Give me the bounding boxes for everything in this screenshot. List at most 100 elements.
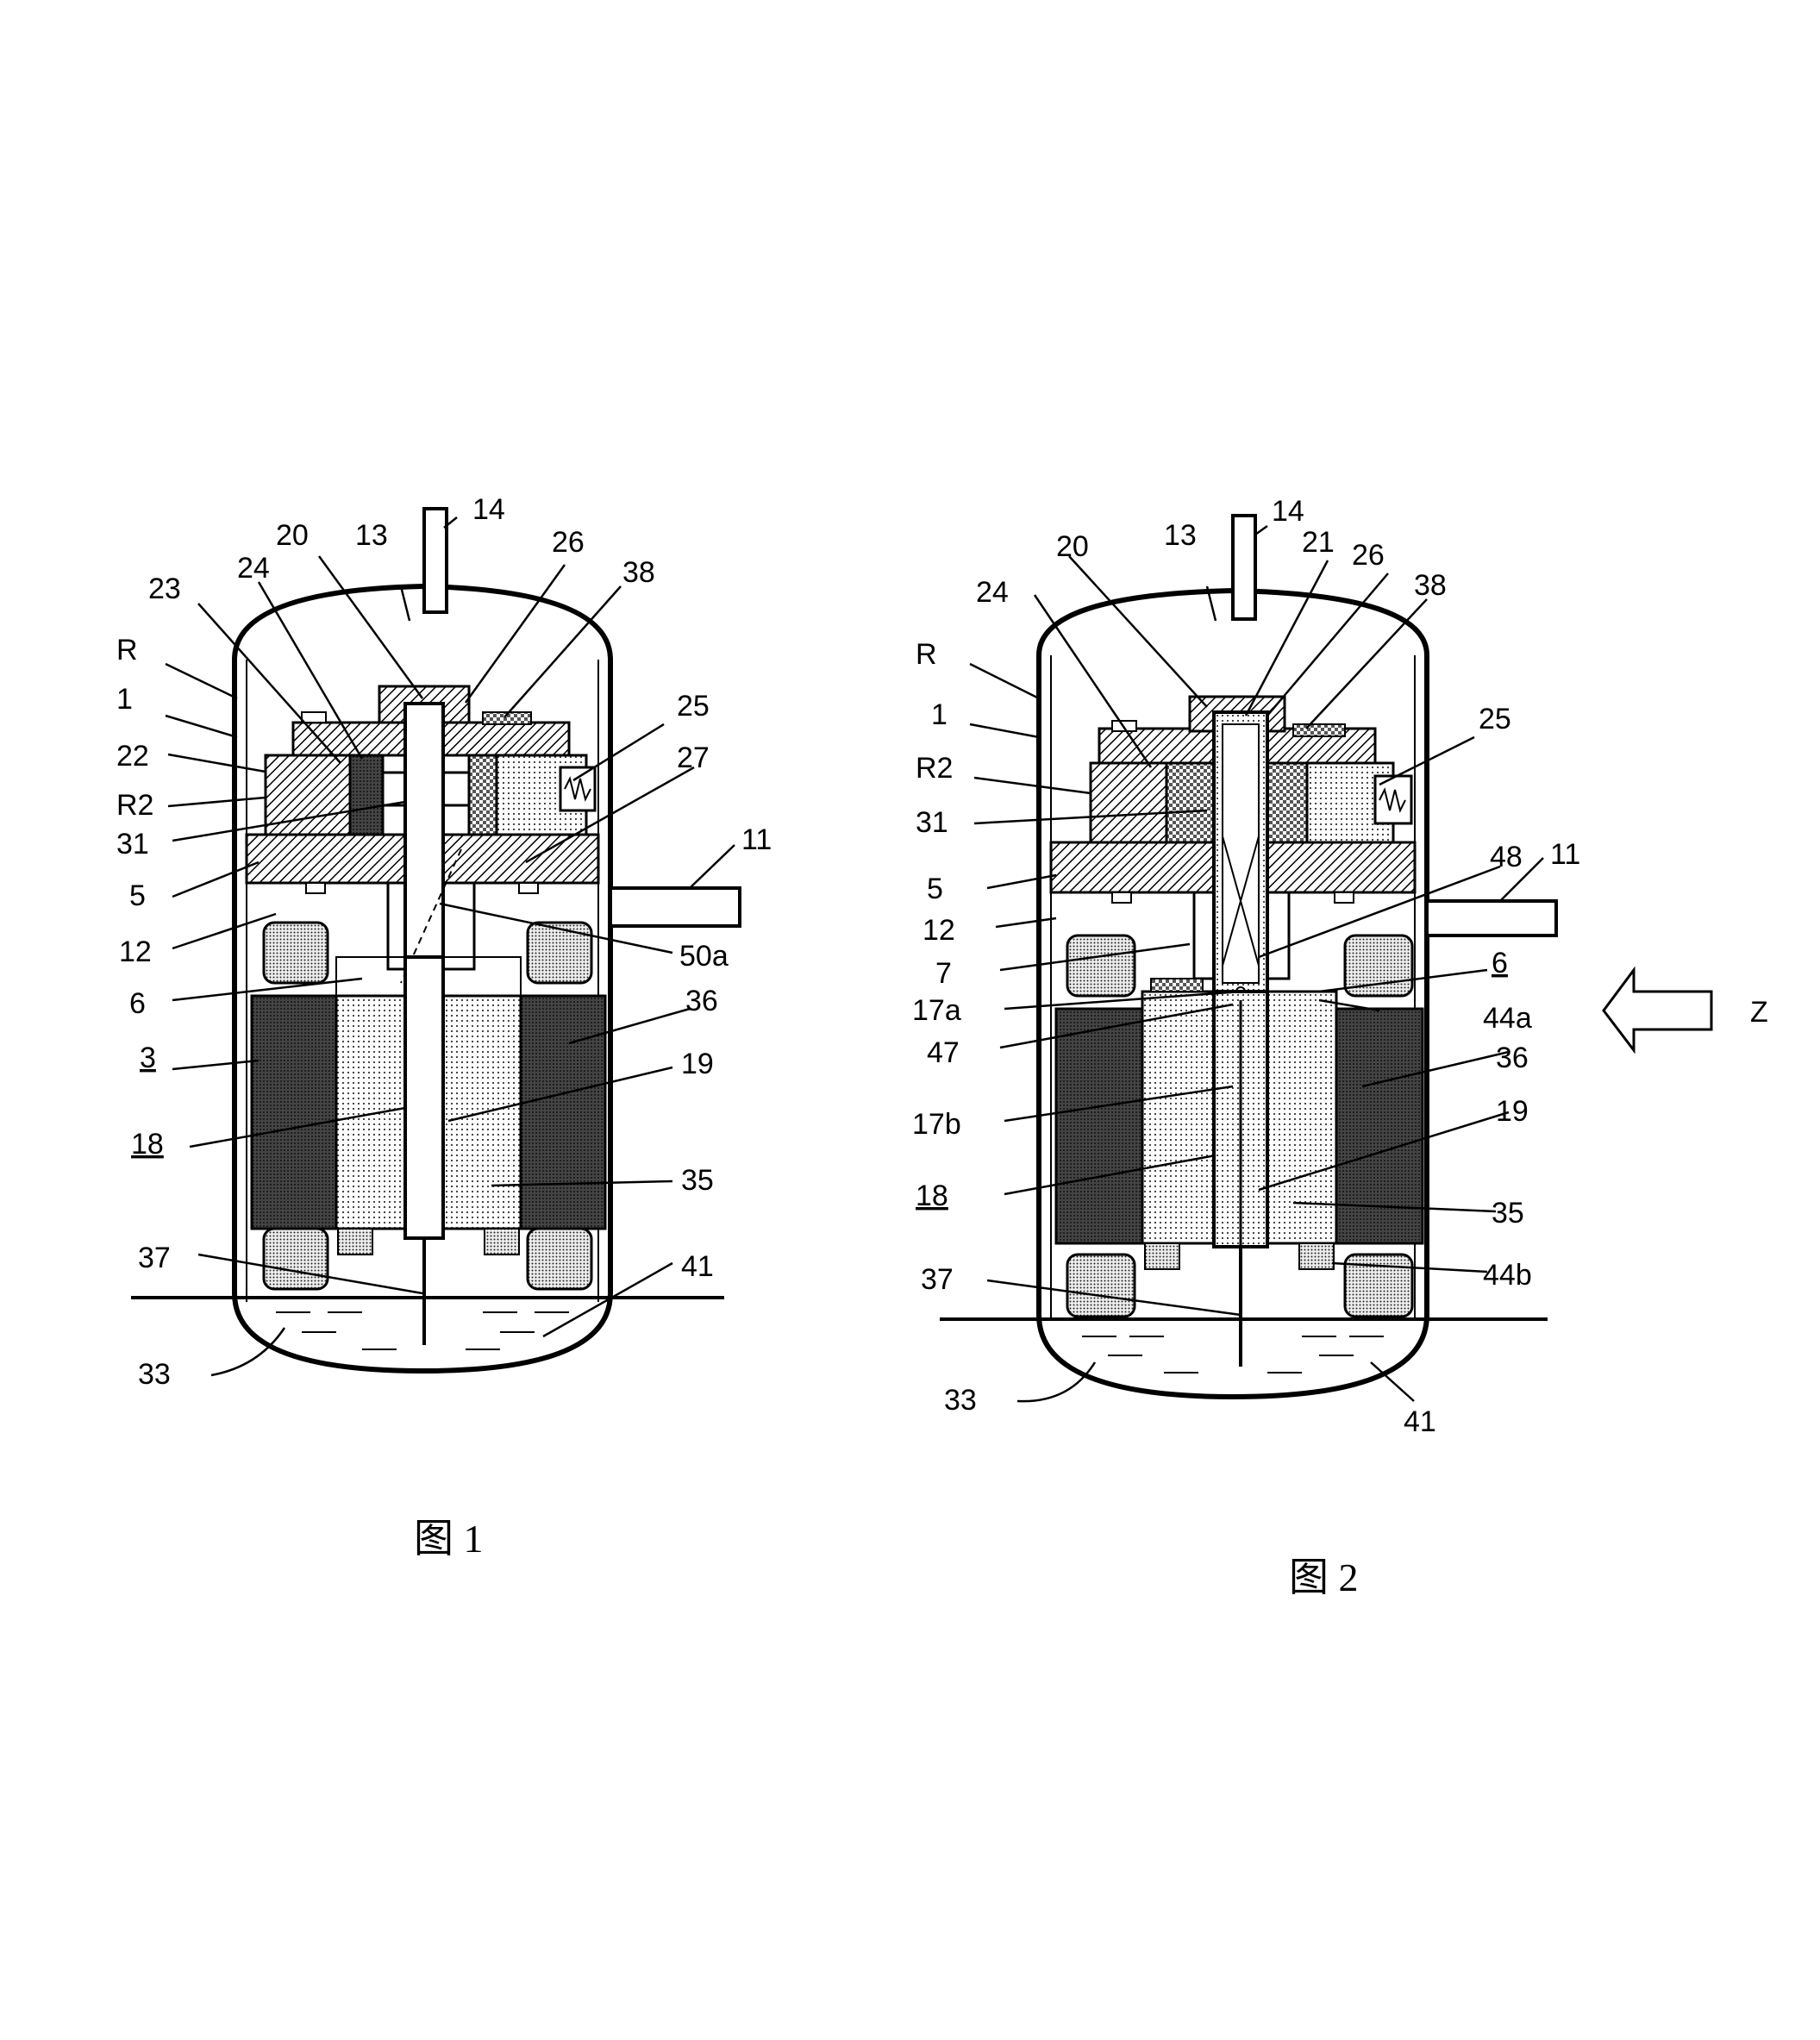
fig1-coil-end-bot-left [262,1227,329,1291]
fig1-shaft-over-rotor [403,955,445,1240]
fig2-shell-body [1036,655,1429,1400]
fig1-label-14: 14 [472,493,505,526]
fig1-spring [564,776,591,802]
fig1-frame-foot-left [305,882,326,894]
fig2-label-17b: 17b [912,1108,961,1141]
fig2-label-18: 18 [916,1180,948,1212]
fig1-roller-left [348,754,385,836]
fig2-label-21: 21 [1302,526,1335,559]
fig2-roller-right [1266,761,1309,844]
fig2-oil-dashes [1082,1336,1384,1374]
fig1-discharge-pipe [422,507,448,614]
fig1-label-22: 22 [116,740,149,773]
fig1-stator-left [250,994,338,1230]
fig2-label-R2: R2 [916,752,953,785]
fig2-suction-pipe [1425,899,1558,937]
fig1-shell-body [232,660,613,1374]
fig2-rotor-bottom-left [1144,1242,1180,1270]
fig1-valve-cover [482,711,532,725]
fig1-label-3: 3 [140,1042,156,1074]
fig1-stator-right [519,994,607,1230]
fig1-label-11: 11 [741,823,772,856]
fig1-oil-dashes [276,1311,569,1350]
fig2-coil-end-bot-right [1343,1253,1414,1318]
fig2-label-20: 20 [1056,530,1089,563]
fig2-label-1: 1 [931,698,948,731]
fig1-rotor-bottom-right [484,1228,520,1255]
fig1-label-50a: 50a [679,940,729,973]
fig2-shaft-bore [1222,723,1260,984]
fig2-label-24: 24 [976,576,1009,609]
fig2-label-41: 41 [1404,1405,1436,1438]
fig2-arrow-z [1602,966,1713,1054]
fig1-bolt-left [301,711,327,723]
fig2-label-6: 6 [1492,947,1508,979]
fig1-label-20: 20 [276,519,309,552]
fig1-label-19: 19 [681,1048,714,1080]
fig1-label-5: 5 [129,879,146,912]
fig1-label-26: 26 [552,526,585,559]
fig1-label-37: 37 [138,1242,171,1274]
fig2-label-48: 48 [1490,841,1523,873]
fig2-label-7: 7 [935,957,952,990]
fig2-oil-vane [1222,835,1260,967]
fig1-label-31: 31 [116,828,149,860]
fig2-coil-end-top-left [1066,934,1136,998]
fig1-label-36: 36 [685,985,718,1017]
fig1-label-33: 33 [138,1358,171,1391]
fig2-spring [1379,787,1406,813]
fig1-label-R: R [116,634,138,666]
fig2-cylinder-left [1089,761,1168,844]
fig1-rotor-bottom-left [337,1228,373,1255]
fig1-spring-box [559,766,597,812]
fig2-label-31: 31 [916,806,948,839]
fig2-label-17a: 17a [912,994,961,1027]
fig1-label-24: 24 [237,552,270,585]
fig2-label-11: 11 [1550,838,1580,871]
fig2-frame-foot-left [1111,892,1132,904]
fig1-label-41: 41 [681,1250,714,1283]
fig2-label-35: 35 [1492,1197,1524,1230]
fig1-label-18: 18 [131,1128,164,1161]
fig1-suction-pipe [609,886,741,928]
fig2-label-14: 14 [1272,495,1304,528]
fig2-label-36: 36 [1496,1042,1529,1074]
fig1-label-13: 13 [355,519,388,552]
fig1-label-35: 35 [681,1164,714,1197]
fig1-label-R2: R2 [116,789,153,822]
fig2-label-38: 38 [1414,569,1447,602]
fig1-label-23: 23 [148,573,181,605]
fig1-label-1: 1 [116,683,133,716]
fig1-label-12: 12 [119,936,152,968]
fig2-rotor-bottom-right [1298,1242,1335,1270]
figure-1-compressor: 14 20 13 26 38 23 24 R 1 22 R2 31 25 27 … [116,493,772,1561]
fig2-label-Z: Z [1750,996,1768,1029]
fig2-leader-lines [969,524,1544,1403]
fig2-label-44b: 44b [1483,1259,1532,1292]
fig2-label-5: 5 [927,873,943,905]
fig2-label-19: 19 [1496,1095,1529,1128]
fig2-stator-left [1054,1007,1144,1245]
fig2-valve-cover [1292,723,1346,737]
fig2-label-26: 26 [1352,539,1385,572]
fig2-label-47: 47 [927,1036,960,1069]
fig2-label-25: 25 [1479,703,1511,735]
fig2-label-33: 33 [944,1384,977,1417]
figure-2-compressor: 14 20 13 21 26 38 24 R 1 R2 31 25 5 48 1… [912,495,1768,1599]
fig2-roller-left [1165,761,1220,844]
fig1-coil-end-top-left [262,921,329,985]
fig2-label-44a: 44a [1483,1002,1532,1035]
fig2-label-37: 37 [921,1263,954,1296]
fig1-coil-end-top-right [526,921,593,985]
fig1-coil-end-bot-right [526,1227,593,1291]
fig1-label-27: 27 [677,742,710,774]
fig2-label-12: 12 [923,914,955,947]
fig2-frame-foot-right [1334,892,1354,904]
fig2-balance-weight-top [1150,978,1204,992]
fig1-leader-lines [165,516,735,1377]
fig1-caption: 图 1 [414,1517,484,1561]
fig2-label-13: 13 [1164,519,1197,552]
fig2-discharge-pipe [1231,514,1257,621]
fig2-label-R: R [916,638,937,671]
